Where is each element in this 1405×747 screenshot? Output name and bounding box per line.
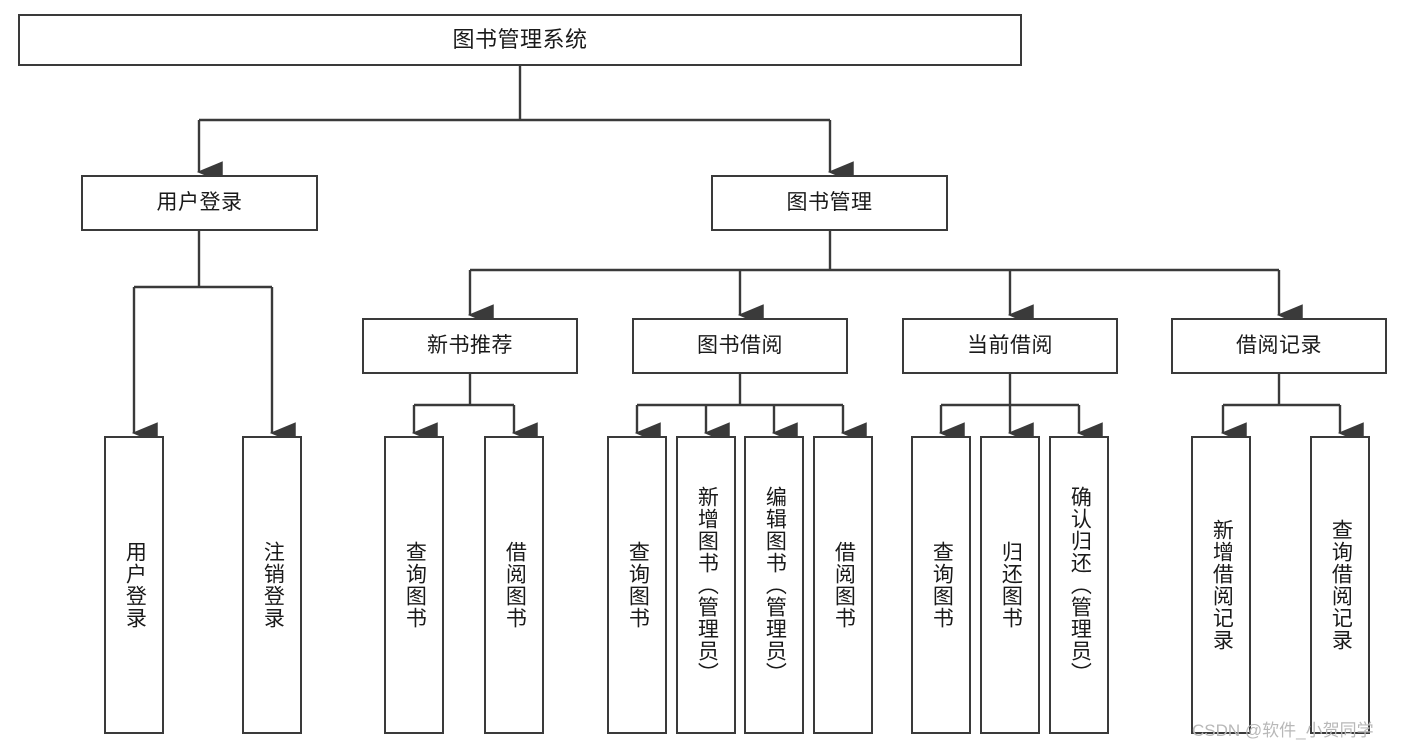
leaf-query-book-borrow[interactable]: 查询图书 <box>607 436 667 734</box>
leaf-add-book-admin[interactable]: 新增图书（管理员） <box>676 436 736 734</box>
node-label: 当前借阅 <box>967 333 1053 357</box>
node-label: 新增借阅记录 <box>1210 519 1234 651</box>
node-label: 确认归还（管理员） <box>1068 486 1092 684</box>
node-label: 图书借阅 <box>697 333 783 357</box>
node-new-book-recommendation[interactable]: 新书推荐 <box>362 318 578 374</box>
node-root-book-management-system[interactable]: 图书管理系统 <box>18 14 1022 66</box>
leaf-edit-book-admin[interactable]: 编辑图书（管理员） <box>744 436 804 734</box>
leaf-add-borrow-record[interactable]: 新增借阅记录 <box>1191 436 1251 734</box>
node-label: 查询借阅记录 <box>1329 519 1353 651</box>
node-label: 图书管理 <box>786 190 873 214</box>
node-borrowing-record[interactable]: 借阅记录 <box>1171 318 1387 374</box>
node-label: 编辑图书（管理员） <box>763 486 787 684</box>
leaf-query-book-current[interactable]: 查询图书 <box>911 436 971 734</box>
node-label: 查询图书 <box>403 541 427 629</box>
leaf-user-login[interactable]: 用户登录 <box>104 436 164 734</box>
leaf-borrow-book[interactable]: 借阅图书 <box>813 436 873 734</box>
leaf-logout[interactable]: 注销登录 <box>242 436 302 734</box>
node-label: 借阅记录 <box>1236 333 1322 357</box>
node-label: 归还图书 <box>999 541 1023 629</box>
node-label: 注销登录 <box>261 541 285 629</box>
node-book-borrowing[interactable]: 图书借阅 <box>632 318 848 374</box>
leaf-query-borrow-record[interactable]: 查询借阅记录 <box>1310 436 1370 734</box>
node-label: 新增图书（管理员） <box>695 486 719 684</box>
node-current-borrowing[interactable]: 当前借阅 <box>902 318 1118 374</box>
node-label: 借阅图书 <box>832 541 856 629</box>
node-book-management[interactable]: 图书管理 <box>711 175 948 231</box>
node-label: 新书推荐 <box>427 333 513 357</box>
leaf-query-book-new[interactable]: 查询图书 <box>384 436 444 734</box>
leaf-confirm-return-admin[interactable]: 确认归还（管理员） <box>1049 436 1109 734</box>
node-label: 借阅图书 <box>503 541 527 629</box>
node-label: 图书管理系统 <box>452 27 588 53</box>
csdn-watermark: CSDN @软件_小贺同学 <box>1192 721 1374 740</box>
node-label: 用户登录 <box>123 541 147 629</box>
node-user-login[interactable]: 用户登录 <box>81 175 318 231</box>
node-label: 查询图书 <box>930 541 954 629</box>
node-label: 查询图书 <box>626 541 650 629</box>
leaf-return-book[interactable]: 归还图书 <box>980 436 1040 734</box>
leaf-borrow-book-new[interactable]: 借阅图书 <box>484 436 544 734</box>
node-label: 用户登录 <box>156 190 243 214</box>
